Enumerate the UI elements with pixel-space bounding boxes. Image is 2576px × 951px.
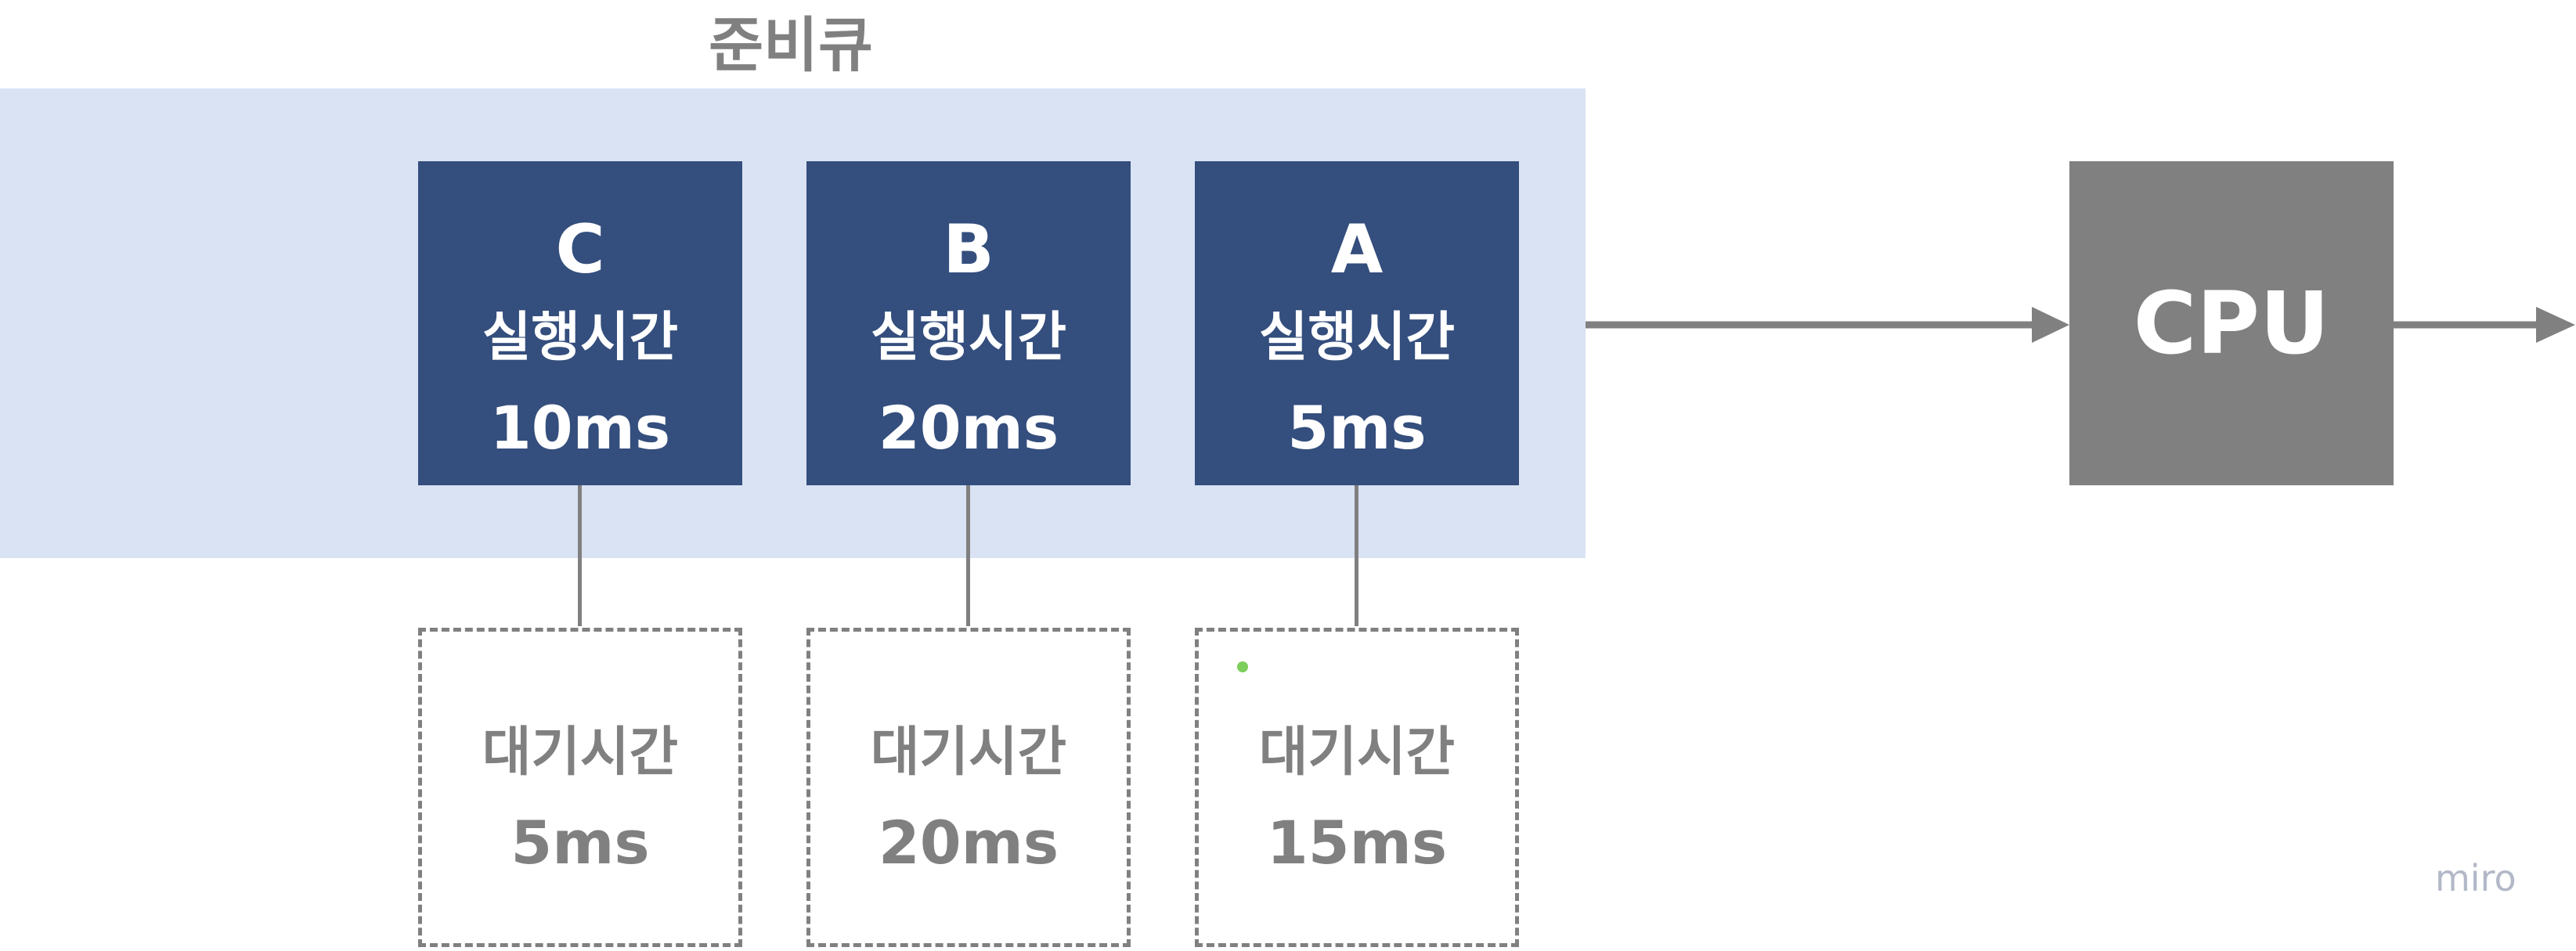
process-c-wait-box: 대기시간 5ms — [418, 628, 742, 947]
process-b-wait-label: 대기시간 — [870, 722, 1067, 783]
process-a-run-label: 실행시간 — [1258, 307, 1456, 369]
process-c-wait-time: 5ms — [511, 808, 650, 877]
process-b-run-time: 20ms — [878, 393, 1059, 463]
process-a-connector — [1355, 485, 1358, 626]
process-c-run-label: 실행시간 — [482, 307, 679, 369]
process-b-name: B — [943, 211, 994, 289]
process-b-connector — [966, 485, 970, 626]
process-b-wait-box: 대기시간 20ms — [806, 628, 1131, 947]
process-a-box: A 실행시간 5ms — [1195, 161, 1519, 485]
process-c-name: C — [555, 211, 605, 289]
cpu-output-arrow — [2394, 307, 2575, 343]
process-a-run-time: 5ms — [1287, 393, 1427, 463]
miro-watermark: miro — [2435, 857, 2516, 899]
process-c-run-time: 10ms — [489, 393, 671, 463]
process-a-name: A — [1330, 211, 1384, 289]
process-b-wait-time: 20ms — [878, 808, 1059, 877]
cpu-box: CPU — [2069, 161, 2394, 485]
queue-to-cpu-arrow — [1586, 307, 2069, 343]
ready-queue-title: 준비큐 — [709, 10, 873, 80]
process-b-box: B 실행시간 20ms — [806, 161, 1131, 485]
process-b-run-label: 실행시간 — [870, 307, 1067, 369]
process-a-wait-time: 15ms — [1266, 808, 1448, 877]
green-dot — [1237, 661, 1248, 672]
process-c-wait-label: 대기시간 — [482, 722, 679, 783]
process-c-box: C 실행시간 10ms — [418, 161, 742, 485]
process-c-connector — [578, 485, 582, 626]
process-a-wait-label: 대기시간 — [1258, 722, 1456, 783]
process-a-wait-box: 대기시간 15ms — [1195, 628, 1519, 947]
